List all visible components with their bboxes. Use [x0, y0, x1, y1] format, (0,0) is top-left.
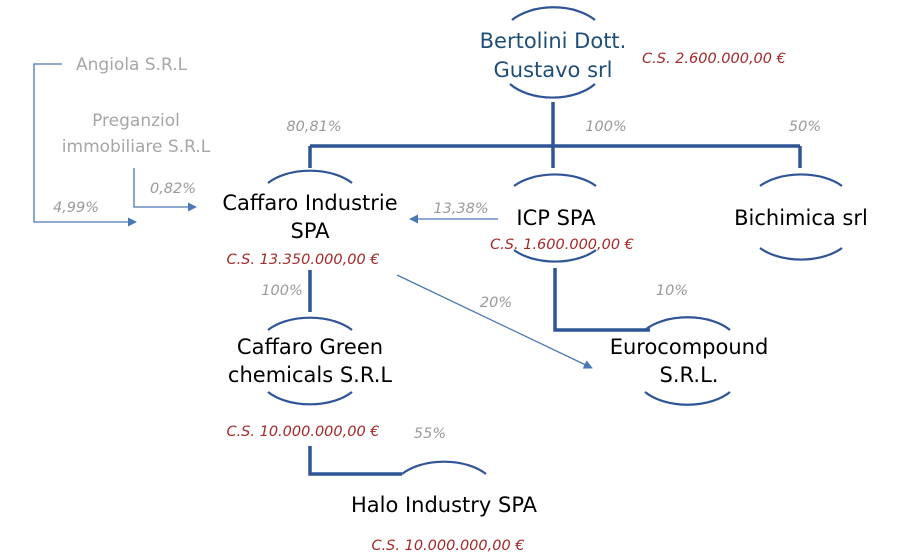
- caffaro-top-arc: [267, 169, 353, 184]
- bertolini-name-line2: Gustavo srl: [494, 58, 613, 82]
- halo-top-arc: [401, 460, 487, 475]
- share-icp-caffaro: 13,38%: [433, 201, 488, 217]
- share-icp-eurocompound: 10%: [656, 283, 688, 299]
- green-top-arc: [267, 316, 353, 331]
- entity-arcs: [267, 6, 843, 475]
- green-halo-link: [308, 446, 402, 476]
- halo-name: Halo Industry SPA: [351, 493, 538, 517]
- bertolini-capital: C.S. 2.600.000,00 €: [642, 51, 786, 67]
- icp-bottom-arc: [513, 249, 597, 263]
- eurocompound-top-arc: [644, 316, 731, 331]
- green-bottom-arc: [267, 391, 353, 406]
- bichimica-bottom-arc: [759, 247, 843, 261]
- share-angiola-caffaro: 4,99%: [53, 200, 99, 216]
- caffaro-industrie-name-line2: SPA: [290, 219, 330, 243]
- icp-top-arc: [513, 173, 597, 187]
- share-bertolini-bichimica: 50%: [789, 119, 821, 135]
- caffaro-industrie-capital: C.S. 13.350.000,00 €: [226, 252, 379, 268]
- bertolini-bottom-arc: [509, 83, 596, 99]
- preganziol-name-line1: Preganziol: [92, 111, 180, 131]
- bichimica-top-arc: [759, 173, 843, 187]
- share-bertolini-caffaro: 80,81%: [286, 119, 341, 135]
- bertolini-name-line1: Bertolini Dott.: [480, 29, 627, 53]
- share-green-halo: 55%: [414, 426, 446, 442]
- bichimica-name: Bichimica srl: [734, 206, 868, 230]
- minority-arrows: [33, 63, 593, 369]
- preganziol-arrow: [133, 168, 197, 212]
- caffaro-eurocompound-arrow: [396, 274, 593, 369]
- preganziol-name-line2: immobiliare S.R.L: [62, 137, 211, 157]
- caffaro-green-name-line1: Caffaro Green: [237, 335, 383, 359]
- share-preganziol-caffaro: 0,82%: [150, 181, 196, 197]
- caffaro-industrie-name-line1: Caffaro Industrie: [222, 191, 397, 215]
- caffaro-green-capital: C.S. 10.000.000,00 €: [226, 424, 379, 440]
- share-caffaro-eurocompound: 20%: [480, 295, 512, 311]
- structure-lines: [308, 102, 802, 476]
- share-bertolini-icp: 100%: [585, 119, 626, 135]
- icp-capital: C.S. 1.600.000,00 €: [490, 237, 634, 253]
- bertolini-top-arc: [511, 6, 596, 21]
- eurocompound-name-line1: Eurocompound: [610, 335, 769, 359]
- icp-eurocompound-link: [553, 268, 650, 332]
- halo-capital: C.S. 10.000.000,00 €: [371, 538, 524, 554]
- angiola-name: Angiola S.R.L: [76, 55, 188, 75]
- icp-name: ICP SPA: [516, 206, 596, 230]
- eurocompound-name-line2: S.R.L.: [660, 363, 719, 387]
- eurocompound-bottom-arc: [644, 391, 731, 406]
- caffaro-green-name-line2: chemicals S.R.L: [228, 363, 392, 387]
- share-caffaro-green: 100%: [261, 283, 302, 299]
- angiola-arrow: [33, 63, 137, 227]
